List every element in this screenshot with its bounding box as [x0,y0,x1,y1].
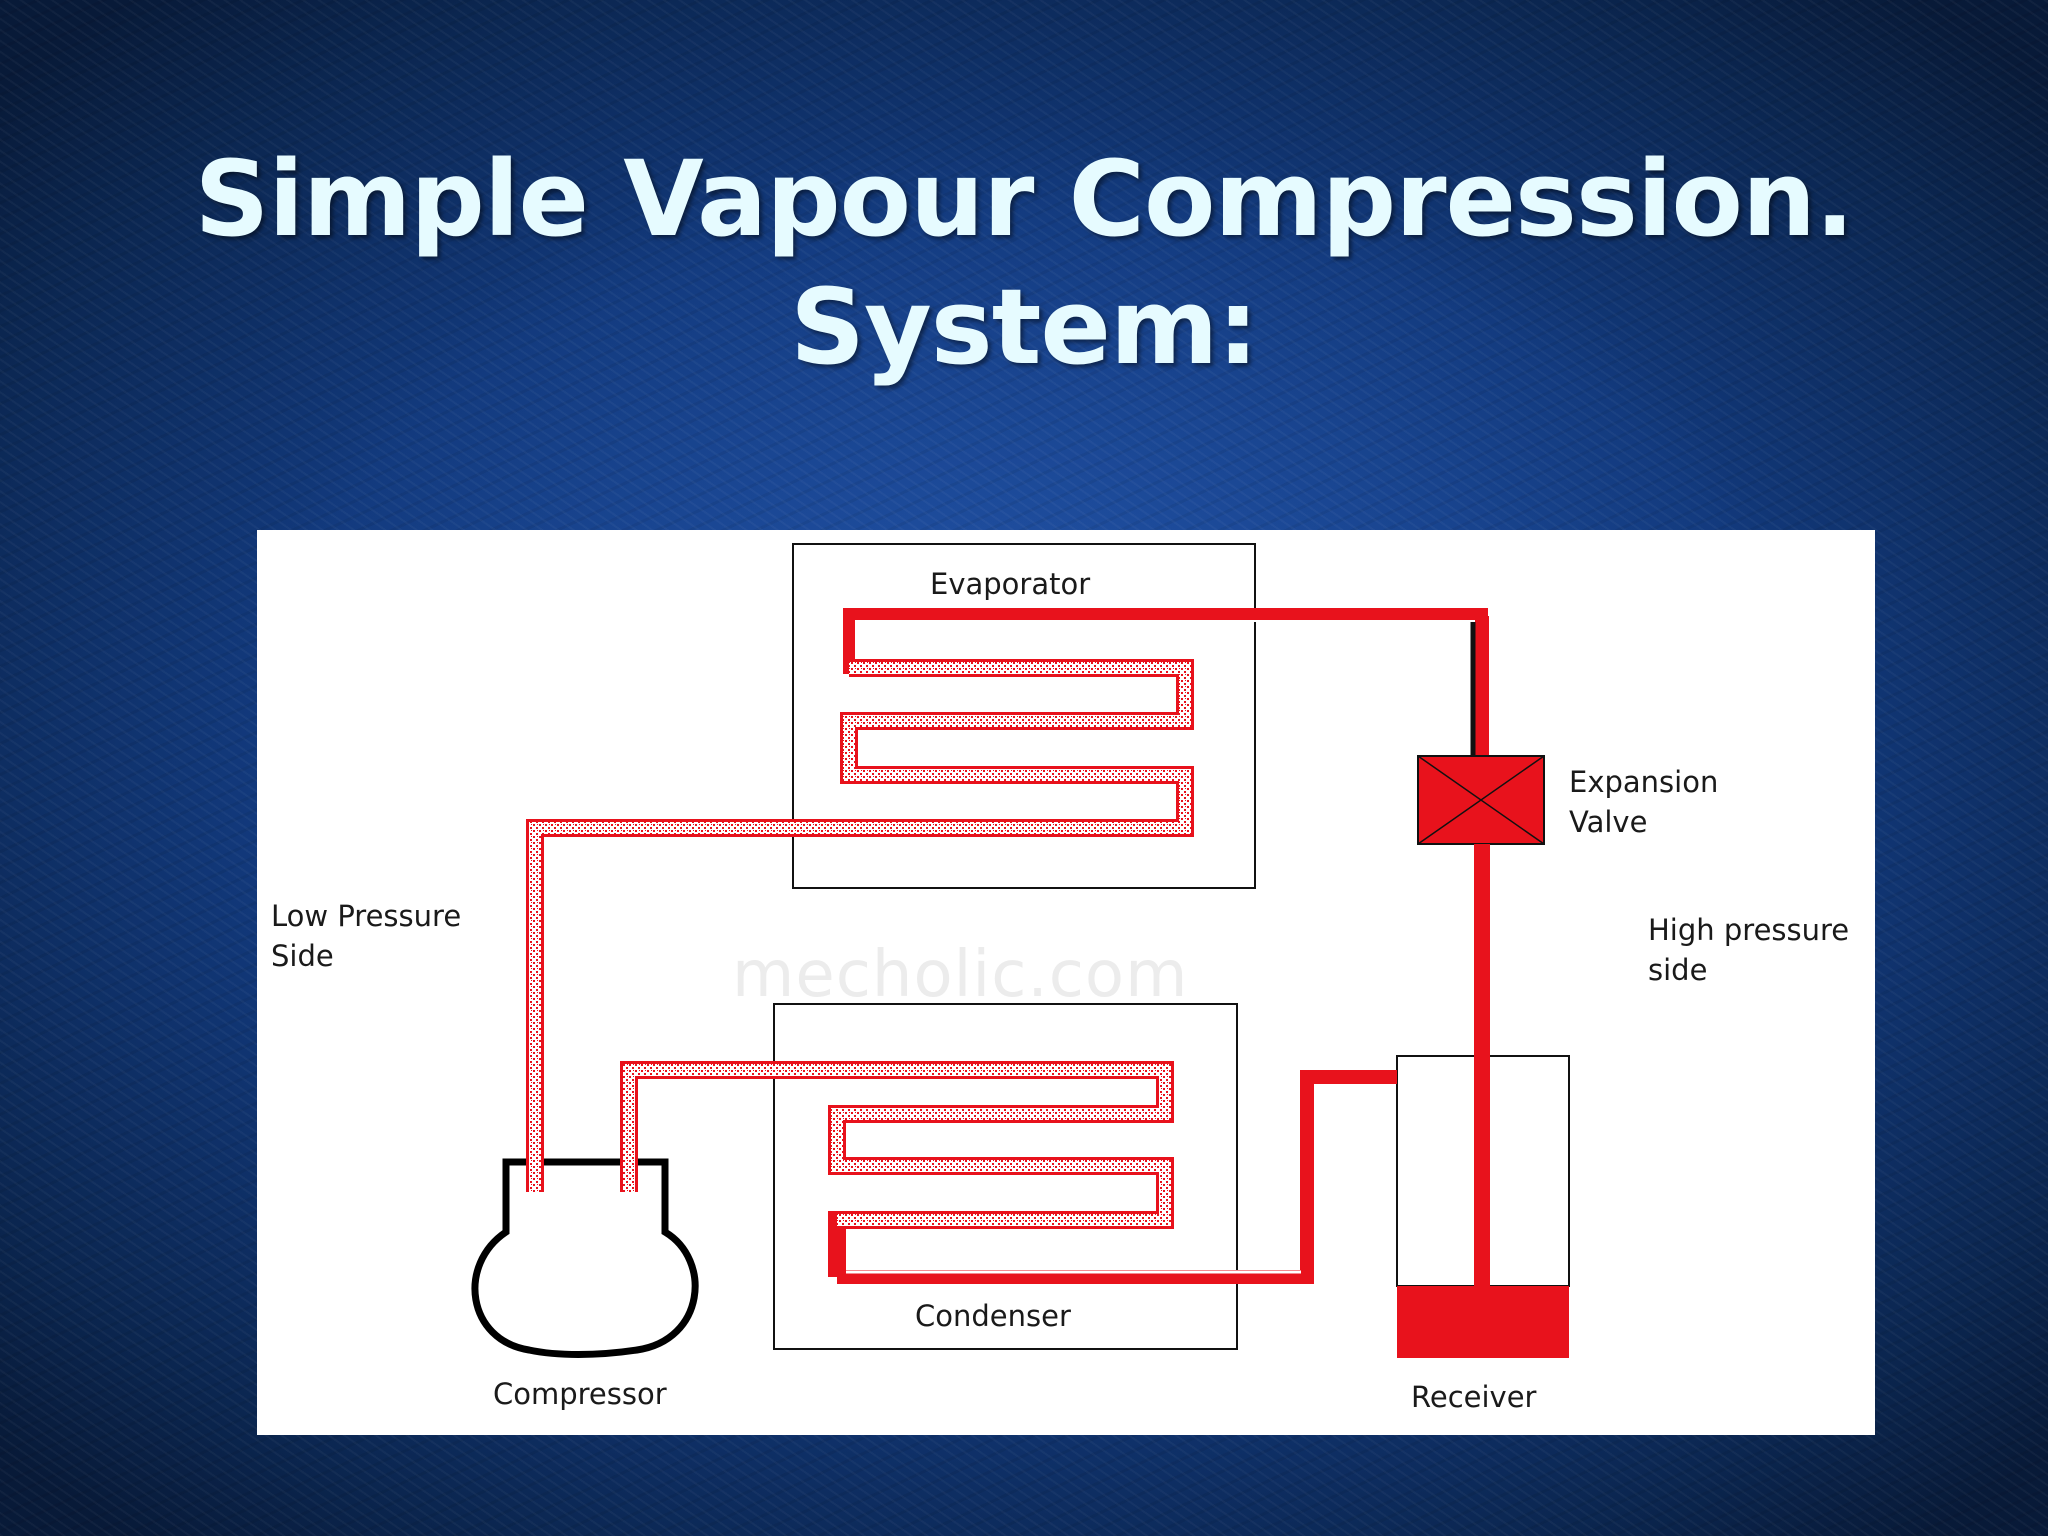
label-expansion-valve-line1: Expansion [1569,765,1719,799]
line-condenser-to-receiver [837,1070,1397,1284]
label-evaporator: Evaporator [930,567,1091,601]
label-high-pressure-line2: side [1648,953,1708,987]
slide-title: Simple Vapour Compression. System: [0,135,2048,391]
evaporator-box [792,543,1256,889]
label-expansion-valve-line2: Valve [1569,805,1648,839]
label-high-pressure-side: High pressure side [1648,910,1849,990]
condenser-coil [620,1061,1174,1277]
slide-title-line2: System: [790,266,1259,388]
expansion-valve-cross [1417,755,1545,845]
compressor-body [471,1158,699,1358]
label-expansion-valve: Expansion Valve [1569,762,1718,842]
label-condenser: Condenser [915,1299,1071,1333]
diagram-drawing [471,543,1570,1358]
label-high-pressure-line1: High pressure [1648,913,1850,947]
evaporator-coil-lower-fill [529,662,1191,1190]
receiver-liquid [1397,1286,1569,1358]
vapour-compression-diagram: mecholic.com Evaporator Expansion Valve … [257,530,1875,1435]
label-compressor: Compressor [493,1377,667,1411]
condenser-box [773,1003,1238,1350]
condenser-coil-fill [623,1064,1171,1226]
label-low-pressure-line2: Side [271,939,334,973]
label-low-pressure-side: Low Pressure Side [271,896,461,976]
label-receiver: Receiver [1411,1380,1537,1414]
label-low-pressure-line1: Low Pressure [271,899,462,933]
slide-title-line1: Simple Vapour Compression. [194,138,1854,260]
watermark: mecholic.com [732,938,1189,1012]
